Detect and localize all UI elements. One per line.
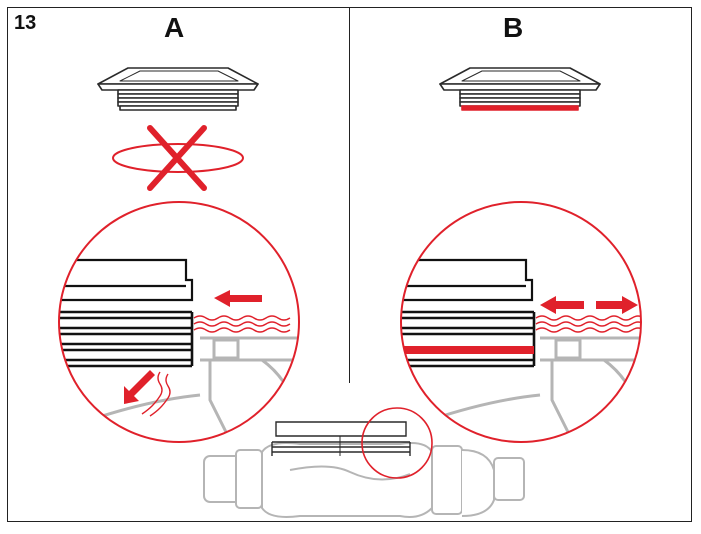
sealing-ring-highlight [461, 105, 579, 111]
wavy-water-icon [141, 315, 291, 417]
wavy-water-icon [535, 315, 641, 333]
wrong-x-icon [147, 125, 207, 191]
bottom-grate [271, 421, 411, 456]
panel-b-grate [439, 67, 601, 111]
panel-a-detail [58, 201, 300, 443]
arrow-right-icon [596, 296, 638, 314]
panel-divider [349, 7, 351, 383]
drain-body-icon [203, 442, 525, 518]
arrow-down-left-icon [124, 370, 155, 404]
step-number: 13 [14, 12, 37, 34]
panel-a-label: A [164, 12, 185, 43]
panel-b-detail [400, 201, 642, 443]
wrong-rotation-mark [112, 125, 244, 191]
sealing-ring-highlight [401, 346, 534, 354]
panel-a-grate [97, 67, 259, 111]
arrow-left-icon [214, 290, 262, 307]
detail-callout-circle [361, 407, 433, 479]
arrow-left-icon [540, 296, 584, 314]
panel-b-label: B [503, 12, 524, 43]
rotation-ellipse-icon [112, 143, 244, 173]
